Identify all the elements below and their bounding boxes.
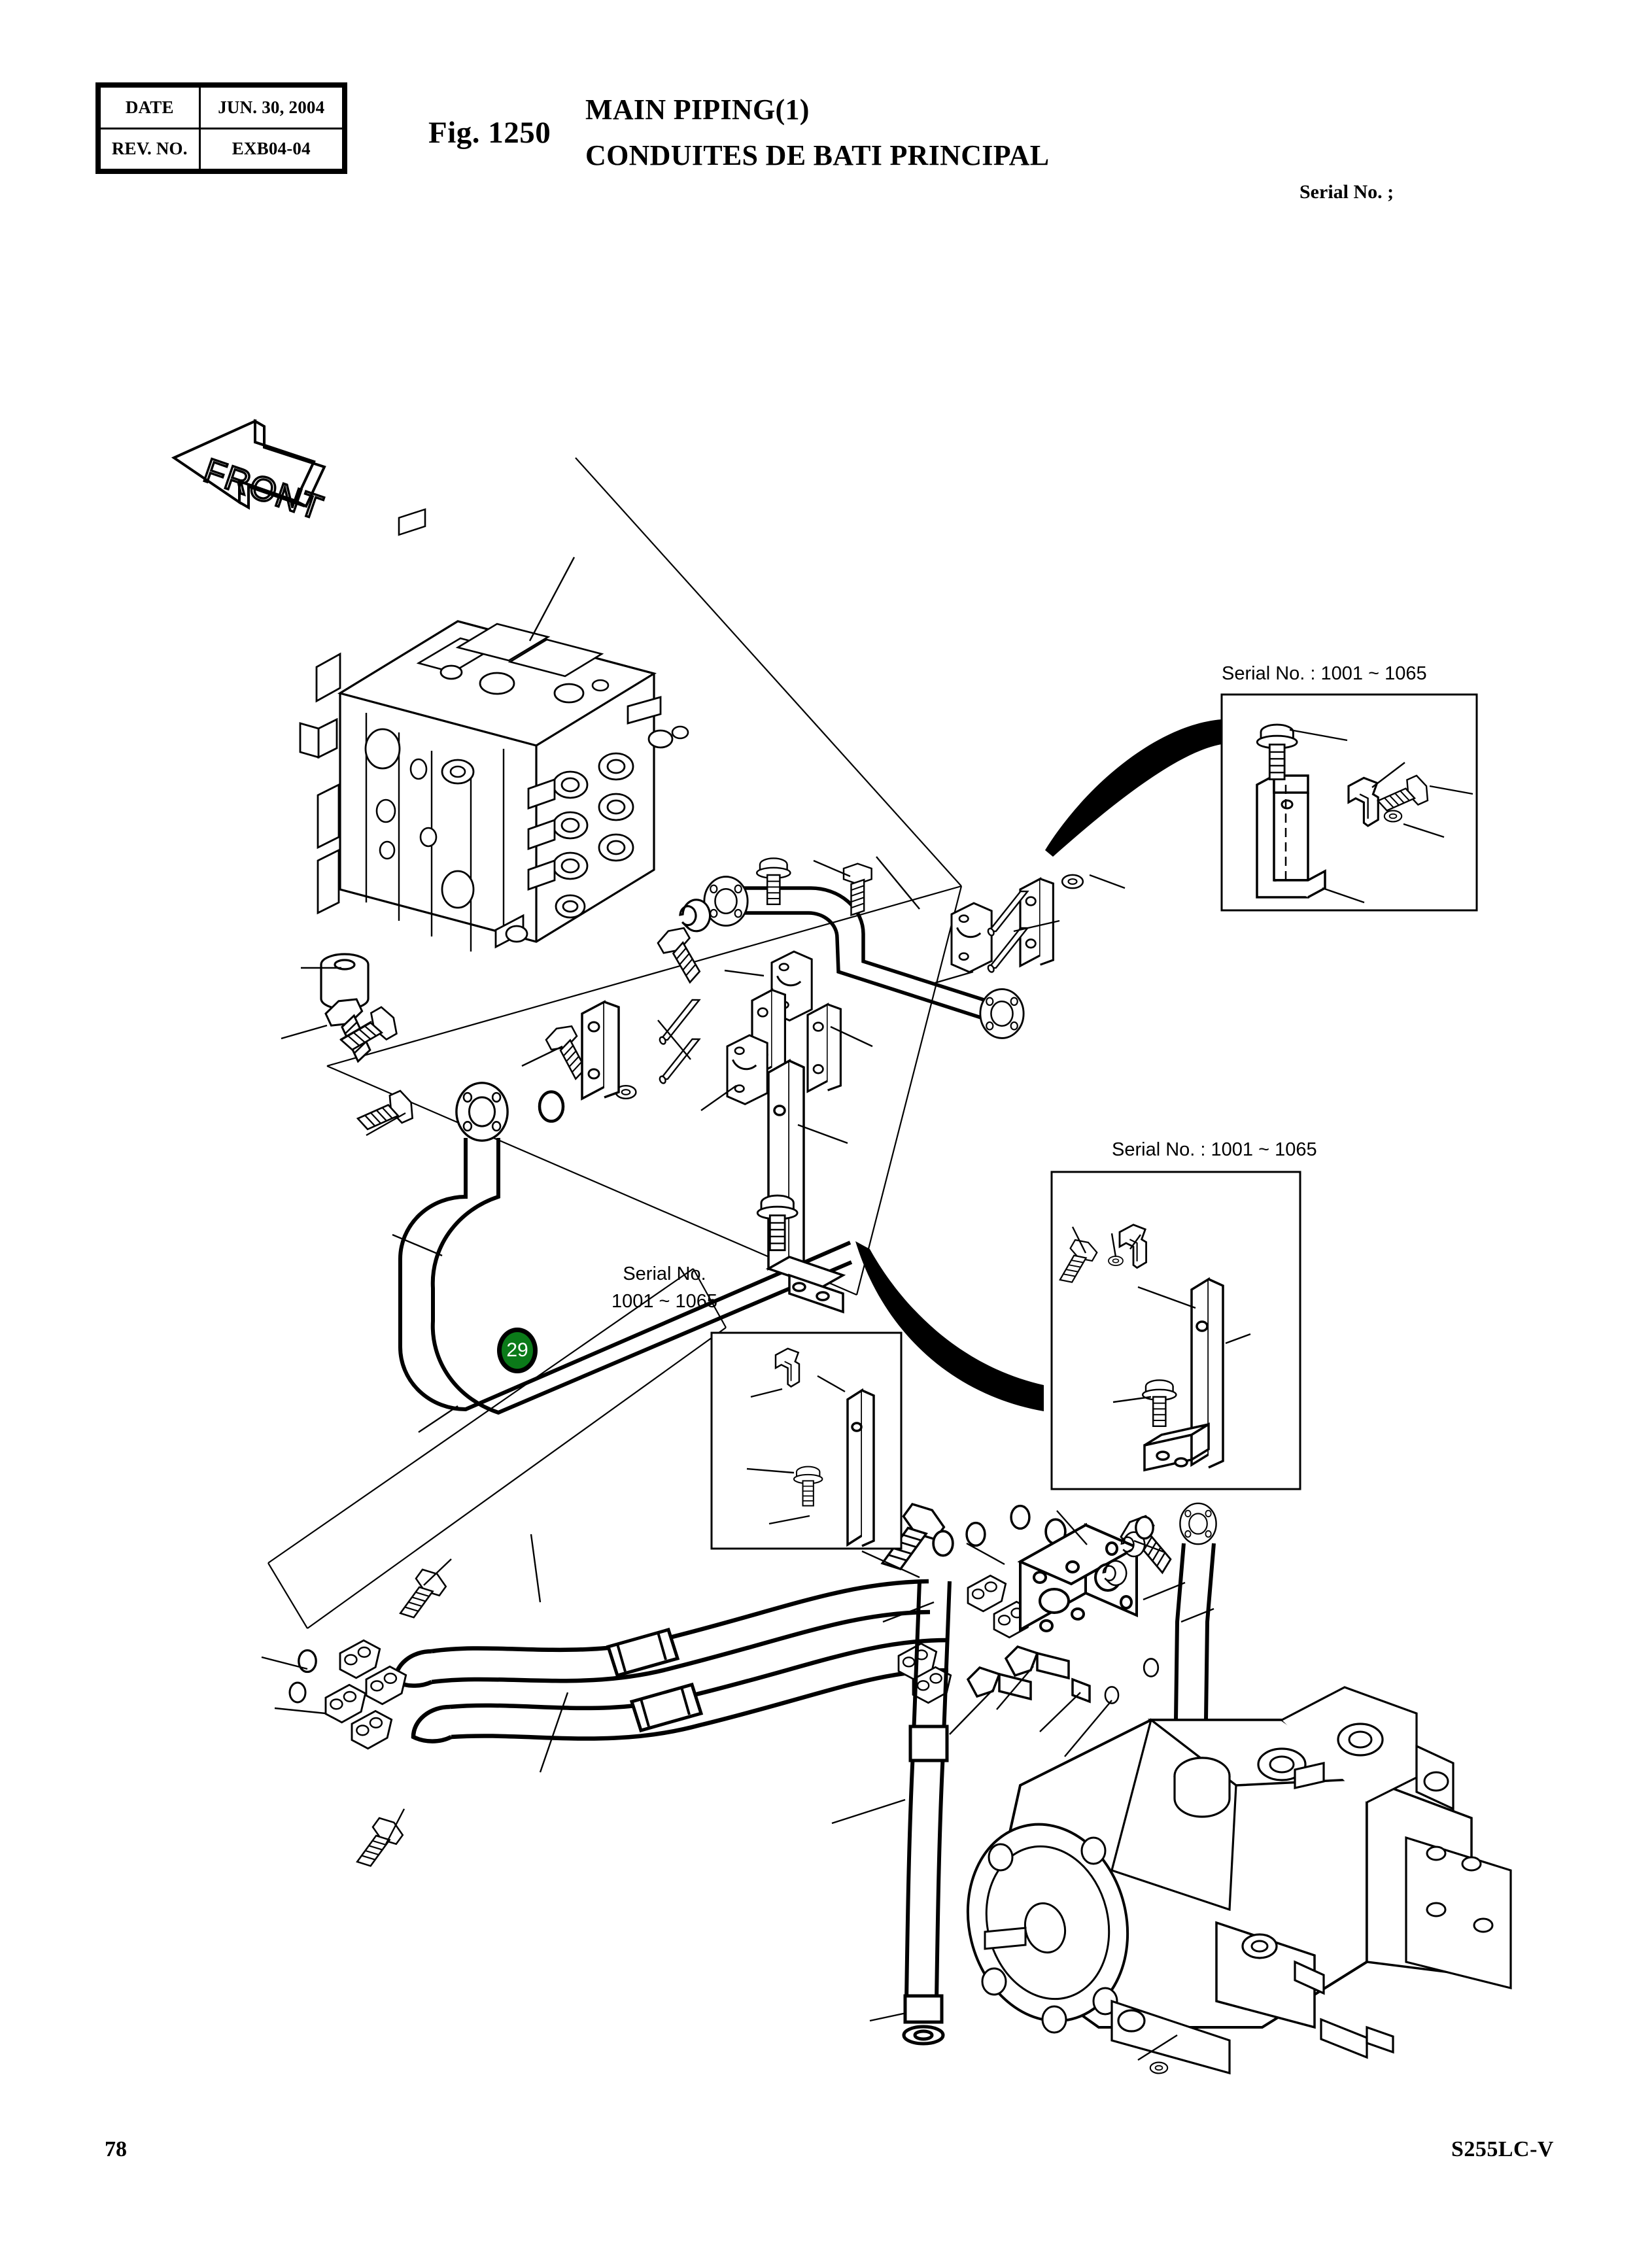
inset-serial-label-bottom-left-line2: 1001 ~ 1065 <box>611 1291 718 1312</box>
inset-serial-label-middle-right: Serial No. : 1001 ~ 1065 <box>1112 1139 1317 1160</box>
table-row: DATE JUN. 30, 2004 <box>99 86 345 129</box>
revision-table: DATE JUN. 30, 2004 REV. NO. EXB04-04 <box>95 82 347 174</box>
figure-number: Fig. 1250 <box>428 116 551 150</box>
rev-no-label: REV. NO. <box>99 127 201 171</box>
rev-no-value: EXB04-04 <box>198 127 345 171</box>
date-label: DATE <box>99 86 201 129</box>
inset-serial-label-bottom-left-line1: Serial No. <box>623 1263 706 1284</box>
table-row: REV. NO. EXB04-04 <box>99 127 345 171</box>
date-value: JUN. 30, 2004 <box>198 86 345 129</box>
page-number: 78 <box>105 2137 127 2161</box>
item-badge-number: 29 <box>506 1339 528 1361</box>
serial-no-header: Serial No. ; <box>1299 181 1394 203</box>
exploded-parts-diagram: FRONT <box>0 196 1652 2093</box>
inset-serial-label-top-right: Serial No. : 1001 ~ 1065 <box>1222 663 1427 684</box>
model-designation: S255LC-V <box>1451 2137 1554 2161</box>
page-title-english: MAIN PIPING(1) <box>585 94 810 126</box>
item-badge-29[interactable]: 29 <box>497 1328 538 1373</box>
page-title-french: CONDUITES DE BATI PRINCIPAL <box>585 139 1050 171</box>
